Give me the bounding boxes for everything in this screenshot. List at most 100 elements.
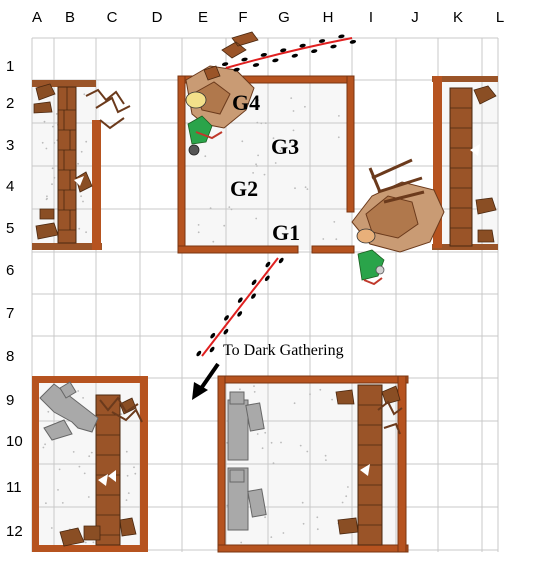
- floor-speckle: [292, 110, 295, 112]
- floor-speckle: [270, 536, 273, 538]
- row-label: 2: [6, 95, 15, 112]
- floor-speckle: [57, 489, 59, 491]
- floor-speckle: [51, 167, 54, 170]
- floor-speckle: [230, 208, 233, 211]
- row-label: 7: [6, 305, 15, 322]
- floor-speckle: [78, 227, 81, 230]
- floor-speckle: [125, 499, 128, 501]
- floor-speckle: [335, 238, 338, 241]
- direction-annotation: To Dark Gathering: [223, 342, 344, 359]
- floor-speckle: [85, 231, 87, 234]
- floor-speckle: [52, 125, 54, 128]
- floor-speckle: [197, 231, 200, 234]
- footprint: [252, 63, 260, 67]
- floor-speckle: [256, 121, 259, 124]
- footprint: [196, 350, 202, 357]
- statue-lower: [227, 467, 267, 531]
- floor-speckle: [304, 105, 306, 108]
- floor-speckle: [45, 147, 48, 150]
- floor-speckle: [324, 454, 327, 457]
- floor-speckle: [77, 390, 80, 392]
- floor-speckle: [223, 224, 226, 227]
- column-label: B: [64, 9, 75, 26]
- footprint-trail-top: [221, 34, 357, 72]
- floor-speckle: [282, 532, 285, 534]
- floor-speckle: [204, 155, 207, 158]
- floor-speckle: [263, 173, 266, 176]
- footprint: [264, 275, 270, 282]
- footprint: [237, 297, 243, 303]
- floor-speckle: [257, 154, 259, 157]
- footprint: [224, 315, 229, 321]
- floor-speckle: [345, 495, 348, 498]
- floor-speckle: [92, 541, 95, 544]
- floor-speckle: [46, 197, 48, 200]
- floor-speckle: [127, 492, 130, 494]
- row-label: 5: [6, 220, 15, 237]
- footprint: [299, 43, 306, 48]
- floor-speckle: [293, 402, 296, 405]
- column-label: J: [411, 9, 419, 26]
- floor-speckle: [83, 472, 86, 475]
- floor-speckle: [260, 122, 263, 125]
- floor-speckle: [82, 397, 84, 399]
- column-label: H: [322, 9, 334, 26]
- floor-speckle: [241, 140, 244, 143]
- floor-speckle: [319, 388, 322, 391]
- creature-figure-g4: [185, 91, 223, 156]
- footprint: [251, 279, 257, 286]
- column-label: K: [452, 9, 463, 26]
- floor-speckle: [77, 162, 79, 165]
- footprint: [210, 332, 216, 339]
- floor-speckle: [120, 413, 123, 416]
- floor-speckle: [51, 183, 53, 186]
- statue-upper: [227, 391, 265, 461]
- floor-speckle: [255, 217, 258, 220]
- floor-speckle: [294, 187, 296, 190]
- column-label: D: [151, 9, 163, 26]
- floor-speckle: [133, 466, 135, 469]
- floor-speckle: [47, 410, 50, 413]
- floor-speckle: [261, 447, 264, 450]
- floor-speckle: [45, 502, 47, 505]
- floor-speckle: [279, 150, 282, 152]
- footprint: [280, 48, 287, 53]
- row-label: 9: [6, 392, 15, 409]
- floor-speckle: [240, 541, 243, 544]
- floor-speckle: [46, 195, 48, 198]
- floor-speckle: [281, 148, 284, 151]
- ruined-room-bottom-left: [32, 376, 148, 552]
- floor-speckle: [43, 120, 46, 123]
- floor-speckle: [44, 443, 46, 446]
- row-label: 11: [6, 479, 22, 496]
- footprint: [223, 328, 229, 335]
- floor-speckle: [80, 150, 83, 153]
- floor-speckle: [82, 200, 84, 203]
- column-label: E: [197, 9, 208, 26]
- column-label: G: [278, 9, 290, 26]
- floor-speckle: [85, 140, 88, 143]
- footprint: [260, 52, 267, 57]
- ruined-room-top-right: [432, 76, 498, 250]
- floor-speckle: [134, 472, 137, 475]
- ruined-room-top-left: [32, 80, 131, 250]
- footprint: [291, 53, 298, 58]
- column-label: A: [31, 9, 42, 26]
- floor-speckle: [304, 186, 307, 189]
- floor-speckle: [255, 163, 257, 166]
- footprint: [338, 34, 345, 39]
- rubble-pile-top: [185, 31, 259, 129]
- floor-speckle: [55, 113, 58, 115]
- row-label: 1: [6, 58, 15, 75]
- floor-speckle: [72, 451, 75, 453]
- floor-speckle: [322, 238, 325, 240]
- floor-speckle: [309, 393, 311, 396]
- floor-speckle: [228, 206, 231, 209]
- floor-speckle: [290, 97, 293, 99]
- footprint: [209, 346, 215, 353]
- floor-speckle: [61, 502, 64, 504]
- footprint: [349, 39, 357, 44]
- floor-speckle: [306, 450, 309, 453]
- floor-speckle: [80, 195, 82, 198]
- group-marker-g2: G2: [230, 176, 259, 201]
